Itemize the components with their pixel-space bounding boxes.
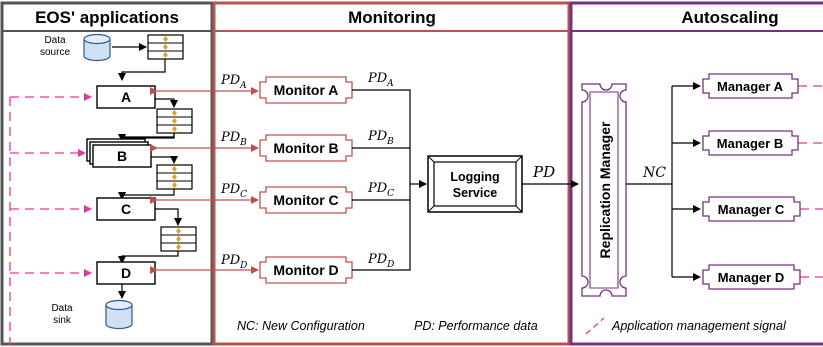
data-source-database-icon bbox=[83, 33, 111, 62]
replication-manager-node: Replication Manager bbox=[581, 83, 627, 297]
manager-c-label: Manager C bbox=[718, 202, 785, 217]
manager-b-node: Manager B bbox=[702, 130, 799, 156]
manager-a-node: Manager A bbox=[702, 73, 799, 99]
logging-service-label-2: Service bbox=[453, 186, 498, 200]
monitor-b-node: Monitor B bbox=[259, 134, 353, 162]
monitor-to-logging-lines bbox=[352, 89, 427, 271]
nc-label: NC bbox=[642, 165, 666, 181]
monitoring-section: Monitoring bbox=[212, 1, 571, 346]
logging-service-node: Logging Service bbox=[427, 155, 523, 213]
pd-c-right-label: PDC bbox=[367, 181, 394, 199]
pd-right-labels: PDA PDB PDC PDD bbox=[367, 71, 394, 270]
autoscaling-title: Autoscaling bbox=[681, 8, 778, 27]
eos-title: EOS' applications bbox=[35, 8, 179, 27]
app-flow-connectors bbox=[118, 59, 182, 299]
queue-icon-1 bbox=[147, 34, 184, 60]
app-c-label: C bbox=[121, 201, 131, 217]
pd-b-left-label: PDB bbox=[220, 130, 247, 148]
nc-fanout-lines bbox=[626, 82, 701, 281]
pd-b-right-label: PDB bbox=[367, 129, 394, 147]
data-sink-label-1: Data bbox=[51, 303, 73, 314]
manager-d-label: Manager D bbox=[718, 270, 784, 285]
eos-section: EOS' applications bbox=[0, 1, 214, 346]
app-c-node: C bbox=[96, 197, 156, 221]
legend-signal: Application management signal bbox=[611, 319, 787, 333]
app-d-label: D bbox=[121, 265, 131, 281]
logging-service-label-1: Logging bbox=[450, 170, 499, 184]
manager-b-label: Manager B bbox=[717, 136, 783, 151]
app-a-label: A bbox=[121, 89, 131, 105]
pd-output-label: PD bbox=[532, 163, 555, 181]
monitor-b-label: Monitor B bbox=[273, 140, 338, 156]
queue-icon-3 bbox=[156, 164, 193, 190]
data-sink-label-2: sink bbox=[53, 315, 72, 326]
manager-a-label: Manager A bbox=[717, 79, 784, 94]
app-b-label: B bbox=[117, 148, 127, 164]
legend-pd: PD: Performance data bbox=[414, 319, 538, 333]
monitor-c-label: Monitor C bbox=[273, 192, 338, 208]
monitor-a-label: Monitor A bbox=[274, 82, 339, 98]
pd-arrows bbox=[150, 87, 259, 274]
pd-left-labels: PDA PDB PDC PDD bbox=[220, 73, 247, 271]
queue-icon-2 bbox=[156, 108, 193, 134]
monitor-c-node: Monitor C bbox=[259, 186, 353, 214]
monitor-d-label: Monitor D bbox=[273, 262, 338, 278]
monitor-d-node: Monitor D bbox=[259, 256, 353, 284]
pd-d-left-label: PDD bbox=[220, 253, 247, 271]
queue-icon-4 bbox=[160, 226, 197, 252]
monitor-a-node: Monitor A bbox=[259, 76, 353, 104]
replication-manager-label: Replication Manager bbox=[597, 121, 613, 258]
management-signal-lines bbox=[9, 85, 823, 345]
legend-signal-icon bbox=[585, 317, 605, 335]
data-sink-database-icon bbox=[105, 299, 133, 330]
manager-d-node: Manager D bbox=[702, 264, 801, 290]
app-a-node: A bbox=[96, 85, 156, 109]
monitoring-title: Monitoring bbox=[348, 8, 436, 27]
pd-c-left-label: PDC bbox=[220, 182, 247, 200]
app-d-node: D bbox=[96, 261, 156, 285]
data-source-label-2: source bbox=[40, 47, 70, 58]
app-b-node: B bbox=[86, 138, 152, 168]
autoscaling-section: Autoscaling bbox=[569, 1, 823, 346]
pd-a-left-label: PDA bbox=[220, 73, 247, 91]
manager-c-node: Manager C bbox=[702, 196, 801, 222]
pd-d-right-label: PDD bbox=[367, 252, 394, 270]
legend-nc: NC: New Configuration bbox=[237, 319, 365, 333]
pd-a-right-label: PDA bbox=[367, 71, 394, 89]
data-source-label-1: Data bbox=[44, 35, 66, 46]
